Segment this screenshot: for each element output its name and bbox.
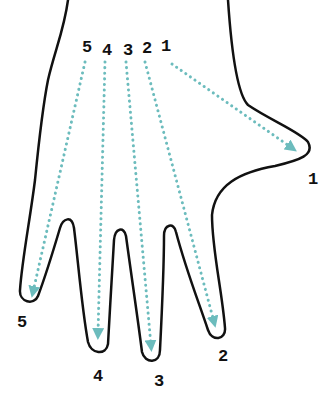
finger-arrow: [126, 62, 151, 346]
callout-number: 1: [161, 38, 171, 55]
finger-arrow: [172, 64, 292, 148]
finger-arrow: [145, 62, 214, 322]
callout-number: 4: [93, 368, 103, 385]
callout-number: 2: [218, 348, 228, 365]
finger-arrow: [98, 62, 105, 334]
callout-number: 3: [154, 373, 164, 390]
hand-outline: [20, 0, 310, 361]
callout-number: 2: [142, 40, 152, 57]
callout-number: 5: [82, 39, 92, 56]
callout-number: 4: [102, 42, 112, 59]
callout-number: 3: [123, 42, 133, 59]
callout-number: 1: [308, 171, 318, 188]
callout-number: 5: [17, 314, 27, 331]
finger-arrow: [33, 62, 85, 292]
